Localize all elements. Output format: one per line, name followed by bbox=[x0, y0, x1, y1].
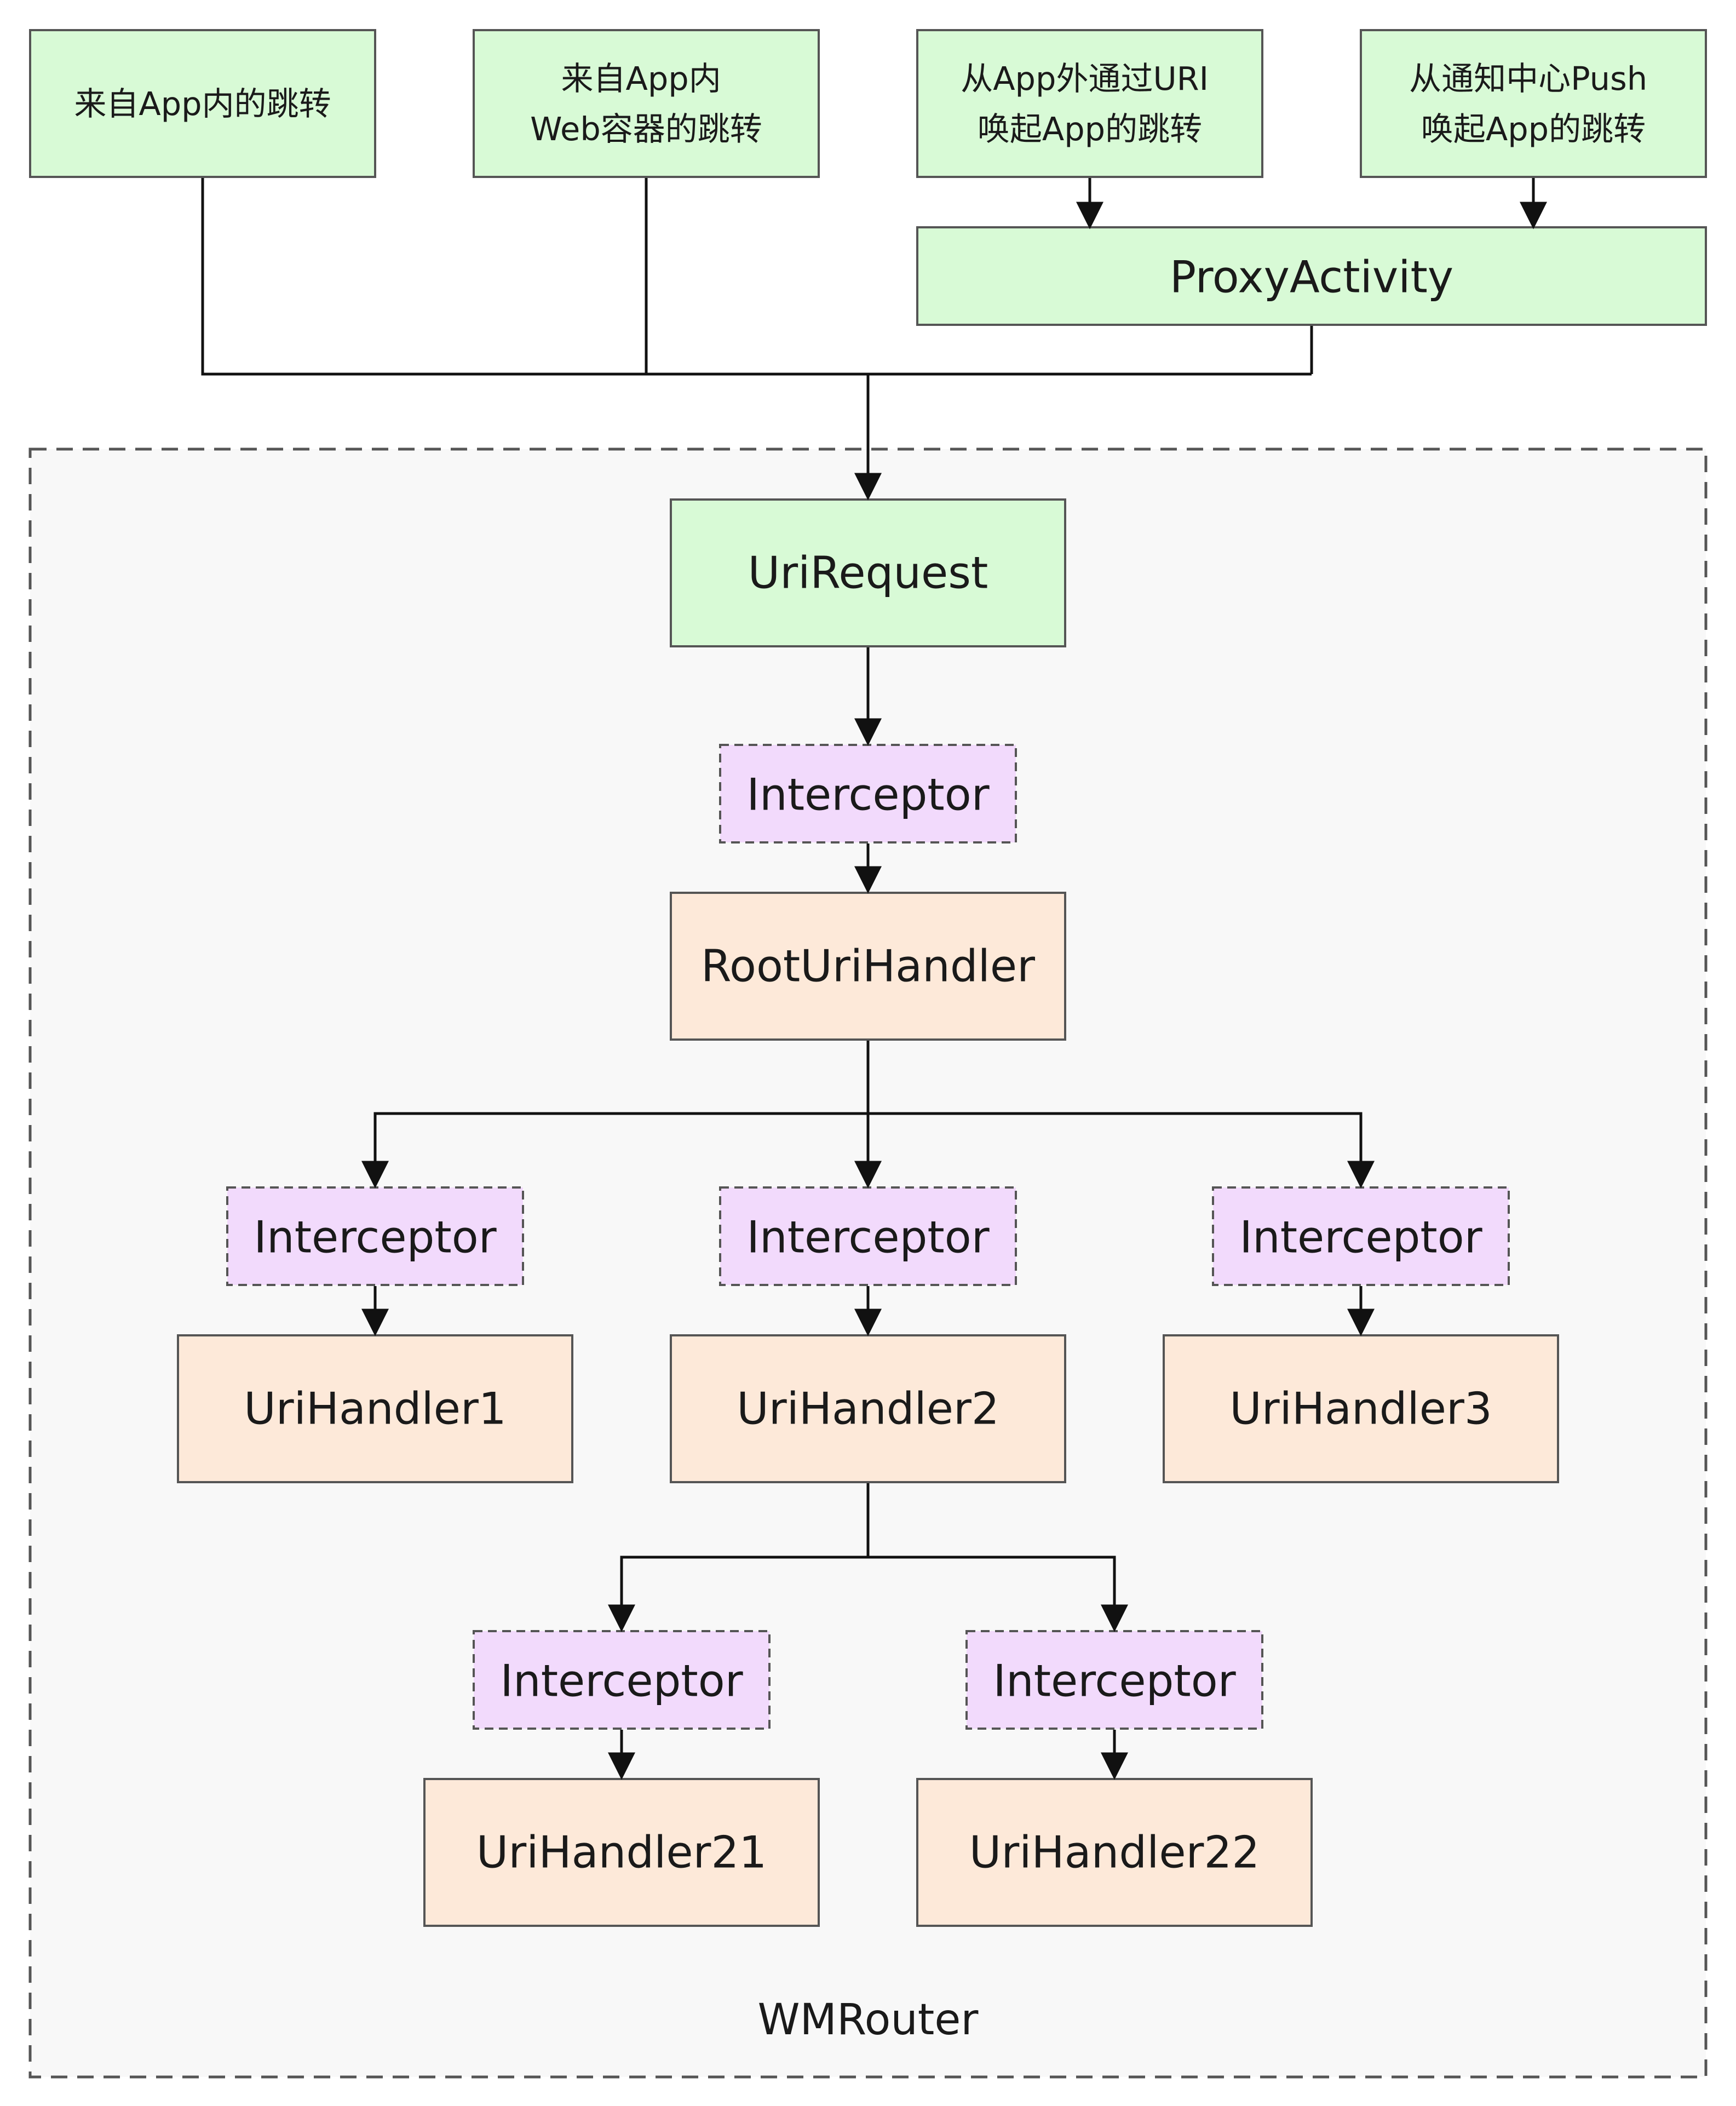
interceptor-handler2-label: Interceptor bbox=[746, 1212, 989, 1263]
interceptor-handler21: Interceptor bbox=[473, 1630, 771, 1730]
source-web-container-line-2: Web容器的跳转 bbox=[530, 110, 762, 148]
uri-handler1-label: UriHandler1 bbox=[244, 1384, 507, 1434]
source-web-container: 来自App内 Web容器的跳转 bbox=[473, 29, 820, 178]
source-web-container-line-1: 来自App内 bbox=[561, 60, 721, 97]
root-uri-handler-label: RootUriHandler bbox=[701, 941, 1035, 992]
interceptor-handler21-label: Interceptor bbox=[500, 1656, 743, 1707]
source-notification-push-line-1: 从通知中心Push bbox=[1409, 60, 1647, 97]
interceptor-handler3: Interceptor bbox=[1212, 1186, 1510, 1286]
interceptor-root-label: Interceptor bbox=[746, 770, 989, 820]
source-external-uri-line-2: 唤起App的跳转 bbox=[978, 110, 1202, 148]
uri-handler21-label: UriHandler21 bbox=[476, 1827, 767, 1878]
uri-request-node: UriRequest bbox=[670, 498, 1066, 647]
proxy-activity-node: ProxyActivity bbox=[916, 226, 1707, 326]
interceptor-handler1: Interceptor bbox=[226, 1186, 524, 1286]
uri-handler21-node: UriHandler21 bbox=[423, 1778, 820, 1927]
uri-request-label: UriRequest bbox=[748, 548, 988, 599]
interceptor-root: Interceptor bbox=[719, 744, 1017, 843]
interceptor-handler22: Interceptor bbox=[965, 1630, 1263, 1730]
interceptor-handler1-label: Interceptor bbox=[254, 1212, 496, 1263]
source-notification-push: 从通知中心Push 唤起App的跳转 bbox=[1360, 29, 1707, 178]
source-in-app: 来自App内的跳转 bbox=[29, 29, 376, 178]
source-web-container-label: 来自App内 Web容器的跳转 bbox=[530, 60, 762, 148]
connectors bbox=[201, 178, 1547, 1780]
source-notification-push-label: 从通知中心Push 唤起App的跳转 bbox=[1409, 60, 1658, 148]
uri-handler22-node: UriHandler22 bbox=[916, 1778, 1313, 1927]
uri-handler1-node: UriHandler1 bbox=[177, 1334, 573, 1483]
uri-handler3-node: UriHandler3 bbox=[1163, 1334, 1559, 1483]
interceptor-handler2: Interceptor bbox=[719, 1186, 1017, 1286]
source-in-app-label: 来自App内的跳转 bbox=[74, 85, 331, 123]
uri-handler2-label: UriHandler2 bbox=[737, 1384, 999, 1434]
uri-handler22-label: UriHandler22 bbox=[969, 1827, 1260, 1878]
source-in-app-line-1: 来自App内的跳转 bbox=[74, 85, 331, 123]
source-external-uri: 从App外通过URI 唤起App的跳转 bbox=[916, 29, 1263, 178]
connector-in-app-merge bbox=[201, 178, 1312, 376]
root-uri-handler-node: RootUriHandler bbox=[670, 892, 1066, 1041]
interceptor-handler22-label: Interceptor bbox=[993, 1656, 1235, 1707]
source-external-uri-label: 从App外通过URI 唤起App的跳转 bbox=[961, 60, 1219, 148]
proxy-activity-label: ProxyActivity bbox=[1170, 252, 1453, 303]
source-notification-push-line-2: 唤起App的跳转 bbox=[1421, 110, 1646, 148]
wmrouter-label: WMRouter bbox=[758, 1995, 979, 2045]
uri-handler3-label: UriHandler3 bbox=[1229, 1384, 1492, 1434]
uri-handler2-node: UriHandler2 bbox=[670, 1334, 1066, 1483]
source-external-uri-line-1: 从App外通过URI bbox=[961, 60, 1209, 97]
interceptor-handler3-label: Interceptor bbox=[1239, 1212, 1482, 1263]
